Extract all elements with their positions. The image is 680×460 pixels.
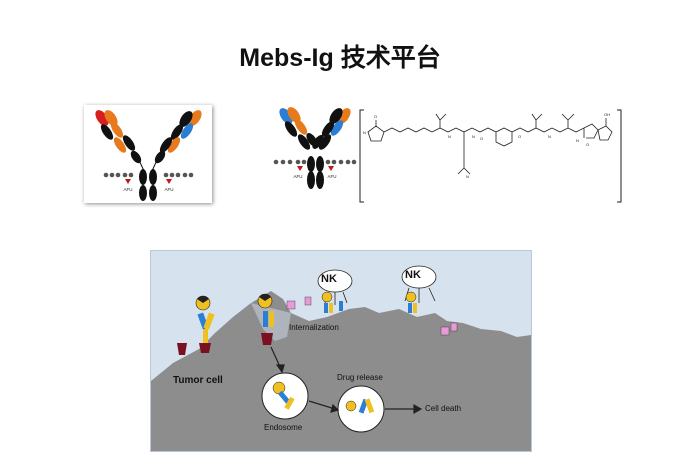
nk-label-right: NK: [405, 269, 421, 281]
receptor-icon: [177, 343, 187, 355]
pink-receptors: [286, 296, 458, 336]
process-arrows: [270, 346, 423, 415]
afu-label-right: AFU: [165, 187, 174, 192]
adc-afu-label-left: AFU: [294, 174, 303, 179]
antibody-diagram-card: AFU AFU: [84, 105, 212, 203]
svg-text:OH: OH: [604, 112, 610, 117]
linker-dots: [103, 172, 194, 178]
adc-right-marker-icon: [328, 166, 334, 171]
left-arm: [95, 110, 142, 164]
svg-text:N: N: [448, 134, 451, 139]
svg-text:N: N: [548, 134, 551, 139]
tumor-cell-label: Tumor cell: [173, 375, 223, 386]
endosome-antibody: [272, 381, 295, 410]
antibody-internalizing: [257, 293, 274, 345]
nk-cell-right: [401, 265, 437, 303]
antibody-nk-left: [321, 291, 343, 313]
released-drug: [345, 398, 375, 414]
mechanism-svg: [151, 265, 531, 451]
svg-text:O: O: [480, 136, 483, 141]
left-bracket: [359, 109, 364, 203]
drug-release-label: Drug release: [337, 373, 383, 382]
adc-afu-label-right: AFU: [328, 174, 337, 179]
tumor-cell-shape: [151, 291, 531, 451]
svg-text:N: N: [472, 134, 475, 139]
internalization-label: Internalization: [289, 323, 339, 332]
adc-antibody: [279, 107, 351, 189]
cell-death-label: Cell death: [425, 404, 462, 413]
linker-payload-structure: [367, 113, 613, 175]
mechanism-panel: NK NK Internalization Tumor cell Drug re…: [150, 250, 532, 452]
svg-text:O: O: [586, 142, 589, 147]
svg-text:N: N: [466, 174, 469, 179]
adc-svg: AFU AFU O N N N N: [273, 107, 622, 203]
right-arm: [154, 110, 202, 164]
svg-text:O: O: [374, 114, 377, 119]
svg-text:O: O: [518, 134, 521, 139]
right-bracket: [617, 109, 622, 203]
endosome-label: Endosome: [264, 423, 303, 432]
bispecific-antibody-svg: AFU AFU: [95, 110, 202, 201]
adc-left-marker-icon: [297, 166, 303, 171]
right-marker-icon: [166, 179, 172, 184]
fc-region: [138, 159, 158, 201]
svg-text:N: N: [363, 130, 366, 135]
nk-label-left: NK: [321, 273, 337, 285]
page-title: Mebs-Ig 技术平台: [239, 44, 441, 72]
svg-text:N: N: [576, 138, 579, 143]
antibody-nk-right: [405, 291, 417, 313]
afu-label-left: AFU: [124, 187, 133, 192]
structure-atom-labels: O N N N N O O N N O OH: [363, 112, 610, 179]
left-marker-icon: [125, 179, 131, 184]
antibody-left: [195, 295, 215, 353]
nk-cell-left: [317, 269, 353, 305]
adc-linker-dots: [273, 159, 357, 165]
adc-structure-panel: AFU AFU O N N N N: [268, 98, 630, 210]
